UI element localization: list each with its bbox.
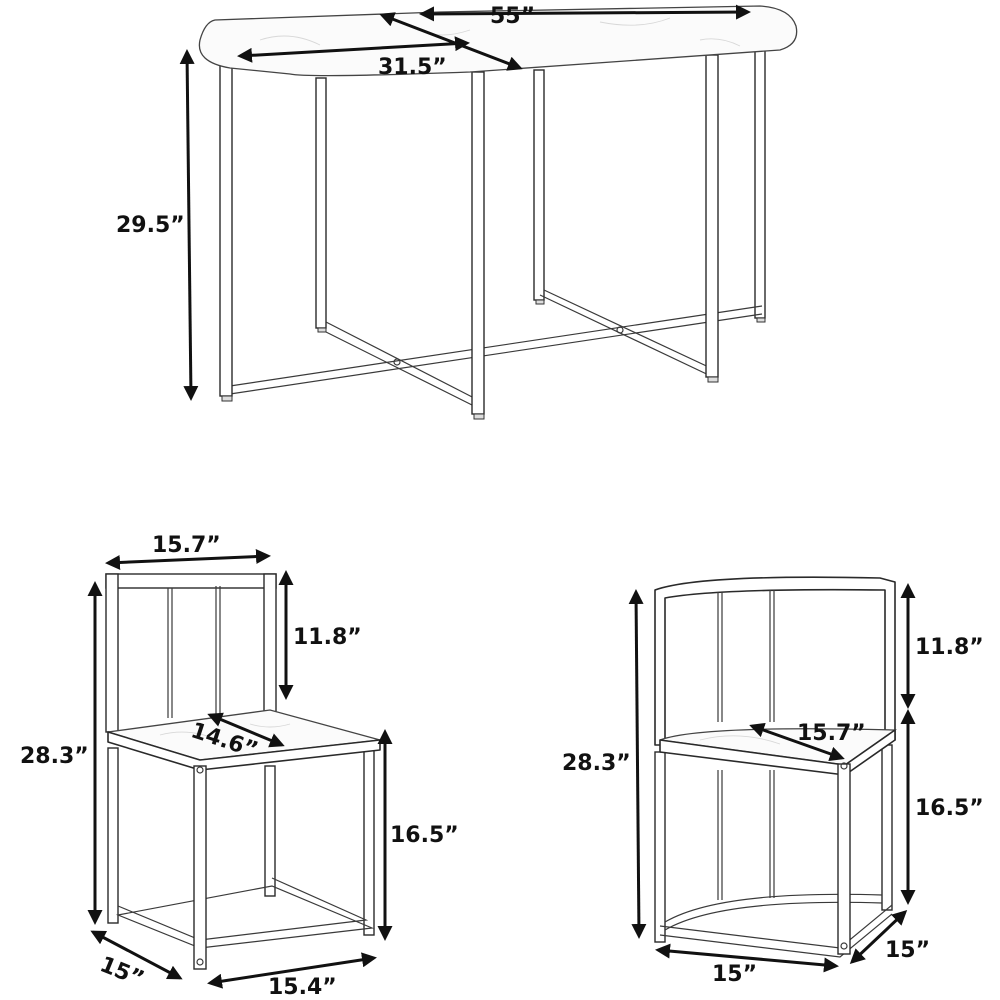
table-base-brace: [539, 289, 716, 379]
chair-right-dimensions: 11.8” 15.7” 28.3” 16.5” 15” 15”: [562, 583, 984, 987]
chair-right-total-height-label: 28.3”: [562, 751, 631, 776]
chair-right-seat-width-label: 15.7”: [797, 721, 866, 746]
chair-left-seat-height-label: 16.5”: [390, 823, 459, 848]
chair-right-base-depth-label: 15”: [885, 938, 930, 963]
table-height-arrow: [179, 49, 199, 401]
table-base-brace: [321, 321, 479, 409]
chair-back-top-rail: [105, 573, 277, 589]
table-leg-front-left: [219, 57, 233, 397]
length-arrow: [419, 4, 751, 22]
chair-front-leg: [837, 763, 851, 955]
chair-right-base-width-label: 15”: [712, 962, 757, 987]
chair-right-back-height-label: 11.8”: [915, 635, 984, 660]
chair-left-back-height-label: 11.8”: [293, 625, 362, 650]
table-leg-back-mid: [533, 69, 545, 301]
table-leg-front-right: [705, 54, 719, 378]
chair-back-frame: [654, 576, 896, 746]
table-leg-back-right: [754, 49, 766, 319]
table-height-label: 29.5”: [116, 213, 185, 238]
dining-table: [198, 5, 798, 420]
chair-left-total-height-label: 28.3”: [20, 744, 89, 769]
table-length-label: 55”: [490, 4, 535, 29]
table-leg-back-left: [315, 77, 327, 329]
chair-right-seat-height-label: 16.5”: [915, 796, 984, 821]
table-base-rail: [229, 305, 763, 395]
chair-front-leg: [193, 765, 207, 970]
width-arrow: [379, 12, 523, 71]
chair-curved: [654, 576, 897, 958]
table-dimensions: 55” 31.5” 29.5”: [116, 4, 751, 401]
chair-left-base-width-label: 15.4”: [268, 975, 337, 1000]
chair-left-back-width-label: 15.7”: [152, 533, 221, 558]
chair-left-dimensions: 15.7” 11.8” 14.6” 28.3” 16.5” 15” 15.4”: [20, 533, 459, 1000]
table-width-label: 31.5”: [378, 55, 447, 80]
table-leg-front-mid: [471, 71, 485, 415]
